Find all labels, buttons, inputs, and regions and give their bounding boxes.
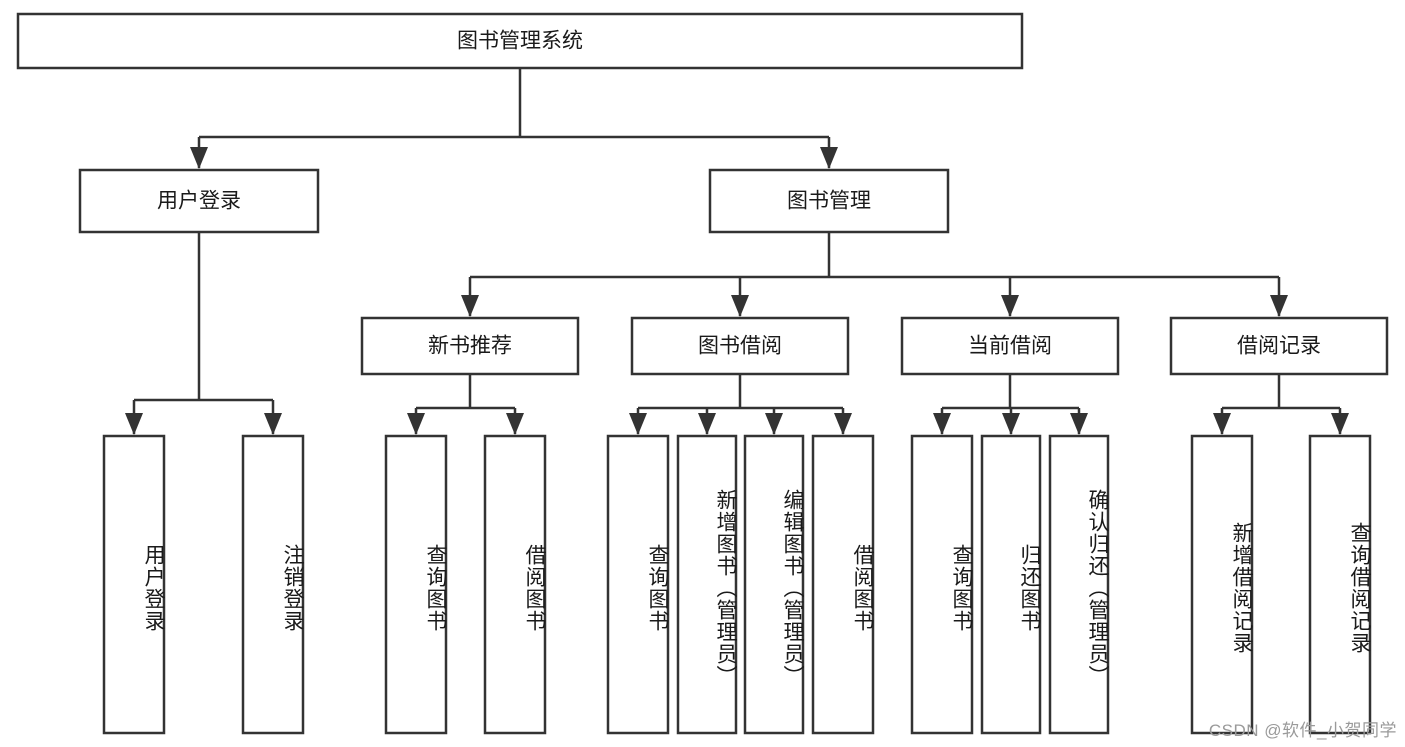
node-box-book-manage[interactable]: [708, 168, 950, 234]
node-box-leaf-confirm-return[interactable]: [1048, 434, 1110, 735]
node-box-leaf-user-login[interactable]: [102, 434, 166, 735]
node-box-borrow-record[interactable]: [1169, 316, 1389, 376]
arrow-head-icon: [1331, 413, 1349, 435]
arrow-head-icon: [731, 295, 749, 317]
node-box-leaf-user-logout[interactable]: [241, 434, 305, 735]
connectors-layer: [125, 68, 1349, 435]
arrow-head-icon: [190, 147, 208, 169]
arrow-head-icon: [1070, 413, 1088, 435]
node-box-leaf-query-book-borrow[interactable]: [606, 434, 670, 735]
arrow-head-icon: [506, 413, 524, 435]
csdn-watermark: CSDN @软件_小贺同学: [1208, 721, 1397, 740]
arrow-head-icon: [629, 413, 647, 435]
node-box-leaf-query-book-current[interactable]: [910, 434, 974, 735]
arrow-head-icon: [407, 413, 425, 435]
arrow-head-icon: [698, 413, 716, 435]
node-box-leaf-add-book[interactable]: [676, 434, 738, 735]
arrow-head-icon: [125, 413, 143, 435]
arrow-head-icon: [1001, 295, 1019, 317]
node-label-user-login: 用户登录: [157, 190, 241, 213]
node-box-root[interactable]: [16, 12, 1024, 70]
node-box-book-borrow[interactable]: [630, 316, 850, 376]
arrow-head-icon: [765, 413, 783, 435]
node-box-leaf-add-borrow-record[interactable]: [1190, 434, 1254, 735]
node-box-leaf-borrow-book[interactable]: [811, 434, 875, 735]
arrow-head-icon: [933, 413, 951, 435]
node-label-borrow-record: 借阅记录: [1237, 335, 1321, 358]
node-box-leaf-return-book[interactable]: [980, 434, 1042, 735]
node-box-user-login[interactable]: [78, 168, 320, 234]
node-box-leaf-edit-book[interactable]: [743, 434, 805, 735]
arrow-head-icon: [1270, 295, 1288, 317]
node-label-book-manage: 图书管理: [787, 190, 871, 213]
arrow-head-icon: [834, 413, 852, 435]
boxes-layer: [16, 12, 1389, 735]
node-box-leaf-borrow-book-recommend[interactable]: [483, 434, 547, 735]
node-label-current-borrow: 当前借阅: [968, 335, 1052, 358]
arrow-head-icon: [461, 295, 479, 317]
arrow-head-icon: [1213, 413, 1231, 435]
node-box-leaf-query-borrow-record[interactable]: [1308, 434, 1372, 735]
node-label-root: 图书管理系统: [457, 30, 583, 53]
arrow-head-icon: [820, 147, 838, 169]
node-label-book-borrow: 图书借阅: [698, 335, 782, 358]
node-box-new-book-recommend[interactable]: [360, 316, 580, 376]
arrow-head-icon: [264, 413, 282, 435]
node-box-current-borrow[interactable]: [900, 316, 1120, 376]
node-label-new-book-recommend: 新书推荐: [428, 335, 512, 358]
node-box-leaf-query-book-recommend[interactable]: [384, 434, 448, 735]
arrow-head-icon: [1002, 413, 1020, 435]
